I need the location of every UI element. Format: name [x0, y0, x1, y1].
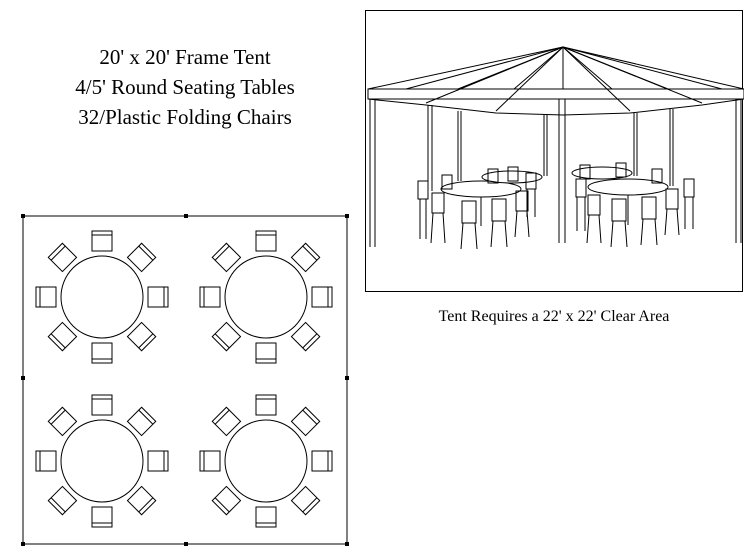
chair — [91, 230, 113, 252]
chair — [35, 450, 57, 472]
chair — [126, 242, 157, 273]
chair — [47, 321, 78, 352]
table-group — [35, 230, 169, 364]
chair — [91, 506, 113, 528]
tent-roof — [367, 46, 744, 116]
chair — [290, 321, 321, 352]
chair — [47, 242, 78, 273]
perspective-tables-right — [571, 162, 695, 248]
round-table — [224, 419, 308, 503]
round-table — [60, 419, 144, 503]
tent-size-label: 20' x 20' Frame Tent — [99, 45, 271, 69]
chair — [199, 286, 221, 308]
chair — [199, 450, 221, 472]
tent-pole-markers — [21, 214, 349, 546]
round-table — [60, 255, 144, 339]
chair — [255, 230, 277, 252]
chair — [211, 242, 242, 273]
chair — [255, 506, 277, 528]
chair — [35, 286, 57, 308]
chair — [211, 406, 242, 437]
tent-perspective-view — [365, 10, 744, 292]
chair — [91, 394, 113, 416]
tent-spec-heading: 20' x 20' Frame Tent 4/5' Round Seating … — [40, 42, 330, 132]
chair — [211, 321, 242, 352]
chair — [47, 406, 78, 437]
tent-perspective-drawing — [367, 46, 744, 250]
chair — [126, 406, 157, 437]
chair-count-label: 32/Plastic Folding Chairs — [78, 105, 292, 129]
perspective-tables-left — [417, 166, 543, 250]
chair — [126, 485, 157, 516]
chair — [91, 342, 113, 364]
chair — [211, 485, 242, 516]
chair — [255, 394, 277, 416]
chair — [290, 242, 321, 273]
chair — [147, 450, 169, 472]
table-group — [199, 394, 333, 528]
chair — [147, 286, 169, 308]
table-group — [199, 230, 333, 364]
tent-poles — [369, 99, 742, 247]
chair — [47, 485, 78, 516]
chair — [311, 286, 333, 308]
clear-area-caption: Tent Requires a 22' x 22' Clear Area — [438, 308, 670, 325]
chair — [126, 321, 157, 352]
chair — [255, 342, 277, 364]
table-group — [35, 394, 169, 528]
chair — [290, 406, 321, 437]
table-count-label: 4/5' Round Seating Tables — [75, 75, 295, 99]
chair — [290, 485, 321, 516]
round-table — [224, 255, 308, 339]
chair — [311, 450, 333, 472]
